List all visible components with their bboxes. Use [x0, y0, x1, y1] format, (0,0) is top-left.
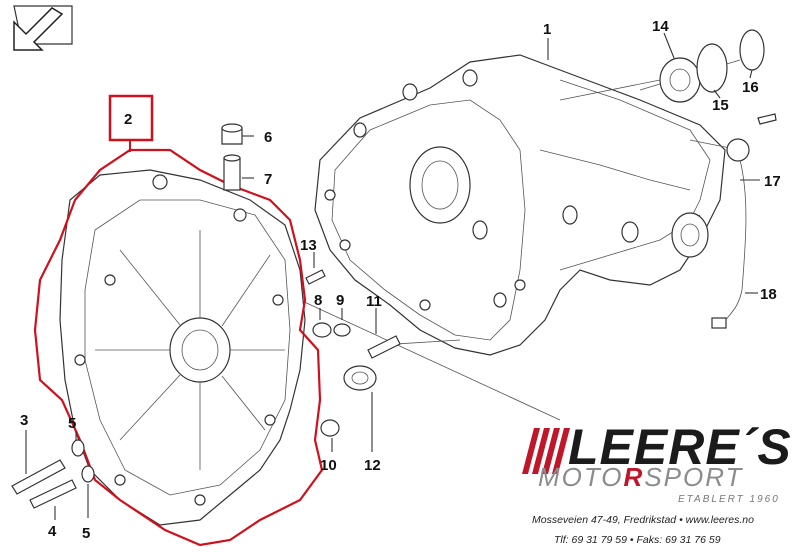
- callout-5a: 5: [68, 415, 76, 432]
- callout-2: 2: [124, 111, 132, 128]
- callout-14: 14: [652, 18, 669, 35]
- callout-12: 12: [364, 457, 381, 474]
- highlight-outline: [33, 148, 324, 547]
- transmission-housing: [314, 54, 726, 356]
- callout-7: 7: [264, 171, 272, 188]
- brand-subtitle-part-a: MOTO: [538, 462, 624, 492]
- callout-17: 17: [764, 173, 781, 190]
- callout-15: 15: [712, 97, 729, 114]
- callout-1: 1: [543, 21, 551, 38]
- dealer-logo: LEERE´S MOTORSPORT ETABLERT 1960 Mosseve…: [520, 420, 795, 555]
- dealer-address: Mosseveien 47-49, Fredrikstad • www.leer…: [532, 514, 754, 526]
- brand-name: LEERE´S: [568, 419, 792, 475]
- brand-subtitle-r: R: [623, 462, 645, 492]
- brand-subtitle-part-b: SPORT: [644, 462, 744, 492]
- callout-11: 11: [366, 293, 382, 310]
- view-direction-arrow-icon: [13, 5, 73, 51]
- leader-lines: [25, 32, 760, 520]
- callout-9: 9: [336, 292, 344, 309]
- callout-5b: 5: [82, 525, 90, 542]
- callout-labels: 1 2 3 4 5 5 6 7 8 9 10 11 12 13 14 15 16…: [20, 18, 781, 542]
- dealer-phones: Tlf: 69 31 79 59 • Faks: 69 31 76 59: [554, 534, 721, 546]
- brand-tagline: ETABLERT 1960: [678, 494, 780, 505]
- callout-16: 16: [742, 79, 759, 96]
- callout-8: 8: [314, 292, 322, 309]
- callout-3: 3: [20, 412, 28, 429]
- callout-18: 18: [760, 286, 777, 303]
- small-parts: [11, 29, 777, 509]
- brand-subtitle: MOTORSPORT: [538, 464, 743, 490]
- clutch-housing-cover: [59, 169, 306, 526]
- callout-13: 13: [300, 237, 317, 254]
- callout-10: 10: [320, 457, 337, 474]
- callout-4: 4: [48, 523, 57, 540]
- callout-6: 6: [264, 129, 272, 146]
- logo-stripes-icon: [522, 428, 570, 474]
